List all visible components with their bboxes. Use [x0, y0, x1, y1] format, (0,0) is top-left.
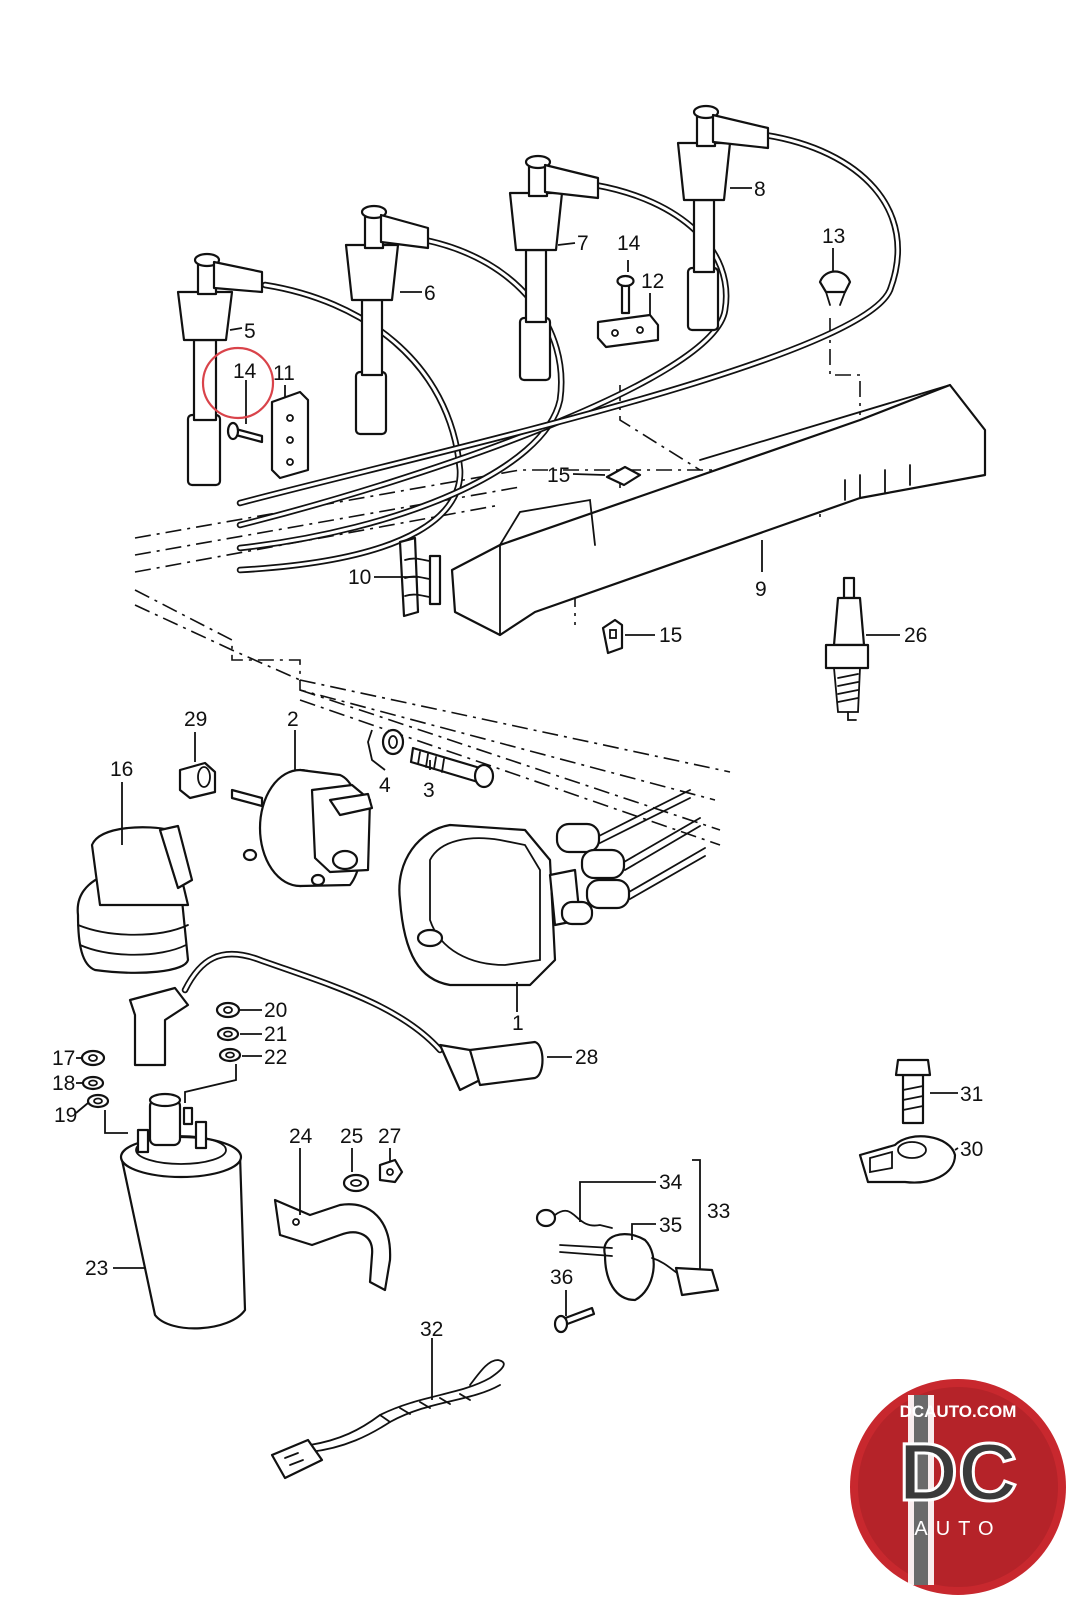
callout-29: 29 — [184, 708, 207, 731]
callout-19: 19 — [54, 1104, 77, 1127]
callout-36: 36 — [550, 1266, 573, 1289]
callout-2: 2 — [287, 708, 299, 731]
callout-22: 22 — [264, 1046, 287, 1069]
callout-17: 17 — [52, 1047, 75, 1070]
callout-16: 16 — [110, 758, 133, 781]
logo-subtitle: AUTO — [914, 1518, 1001, 1540]
callout-23: 23 — [85, 1257, 108, 1280]
knock-sensor — [858, 1135, 957, 1184]
screw-14-a — [226, 421, 264, 444]
lock-washer-18 — [81, 1075, 105, 1091]
callout-33: 33 — [707, 1200, 730, 1223]
cable-clip — [818, 270, 852, 306]
callout-27: 27 — [378, 1125, 401, 1148]
callout-15-a: 15 — [547, 464, 570, 487]
distributor-rotor-assembly — [230, 768, 374, 888]
callout-18: 18 — [52, 1072, 75, 1095]
bolt-31 — [894, 1058, 932, 1125]
dcauto-logo: DCAUTO.COM DC AUTO — [850, 1379, 1066, 1595]
logo-domain: DCAUTO.COM — [900, 1402, 1017, 1421]
callout-6: 6 — [424, 282, 436, 305]
callout-8: 8 — [754, 178, 766, 201]
cover — [450, 383, 987, 637]
callout-20: 20 — [264, 999, 287, 1022]
callout-5: 5 — [244, 320, 256, 343]
callout-12: 12 — [641, 270, 664, 293]
callout-1: 1 — [512, 1012, 524, 1035]
washer — [381, 728, 405, 756]
callout-labels: 1 2 3 4 5 6 7 8 9 10 11 12 13 14 14 15 1… — [52, 178, 983, 1341]
callout-11: 11 — [273, 362, 295, 385]
screw-36 — [553, 1306, 596, 1334]
callout-10: 10 — [348, 566, 371, 589]
lock-washer-21 — [216, 1026, 240, 1042]
bolt — [409, 746, 495, 789]
washer-19 — [86, 1093, 110, 1109]
callout-15-b: 15 — [659, 624, 682, 647]
screw-14-b — [616, 274, 635, 315]
callout-13: 13 — [822, 225, 845, 248]
washer-22 — [218, 1047, 242, 1063]
callout-4: 4 — [379, 774, 391, 797]
wiring-harness — [270, 1359, 505, 1480]
callout-31: 31 — [960, 1083, 983, 1106]
clip-15-b — [601, 618, 624, 655]
callout-24: 24 — [289, 1125, 313, 1148]
callout-32: 32 — [420, 1318, 443, 1341]
callout-9: 9 — [755, 578, 767, 601]
callout-35: 35 — [659, 1214, 682, 1237]
callout-14-a: 14 — [233, 360, 257, 383]
callout-21: 21 — [264, 1023, 287, 1046]
lead-bracket — [270, 390, 310, 480]
clip-15-a — [605, 465, 642, 487]
nut-20 — [215, 1001, 241, 1019]
callout-34: 34 — [659, 1171, 683, 1194]
callout-25: 25 — [340, 1125, 363, 1148]
protective-cap — [76, 824, 194, 974]
highlight-ring — [201, 346, 275, 420]
callout-30: 30 — [960, 1138, 983, 1161]
coil-bracket — [273, 1198, 392, 1292]
nut-27 — [378, 1158, 404, 1184]
coil-lead — [128, 950, 544, 1092]
washer-25 — [342, 1173, 370, 1193]
hall-sender — [559, 1233, 720, 1302]
spacer-sleeve — [178, 761, 217, 800]
callout-26: 26 — [904, 624, 927, 647]
distributor-cap — [398, 789, 706, 987]
logo-letters: DC — [899, 1427, 1017, 1518]
spark-plug-connector-8 — [676, 104, 770, 332]
lead-holder-12 — [596, 313, 660, 349]
spark-plug-connector-5 — [176, 252, 264, 487]
callout-14-b: 14 — [617, 232, 641, 255]
ignition-leads — [236, 131, 902, 574]
callout-leaders — [75, 187, 959, 1400]
nut-17 — [80, 1049, 106, 1067]
sensor-clip-34 — [535, 1208, 613, 1229]
callout-3: 3 — [423, 779, 435, 802]
spark-plug-connector-6 — [344, 204, 430, 436]
spark-plug-connector-7 — [508, 154, 600, 382]
callout-7: 7 — [577, 232, 589, 255]
callout-28: 28 — [575, 1046, 598, 1069]
spark-plug — [824, 576, 870, 721]
ignition-coil — [119, 1092, 247, 1330]
